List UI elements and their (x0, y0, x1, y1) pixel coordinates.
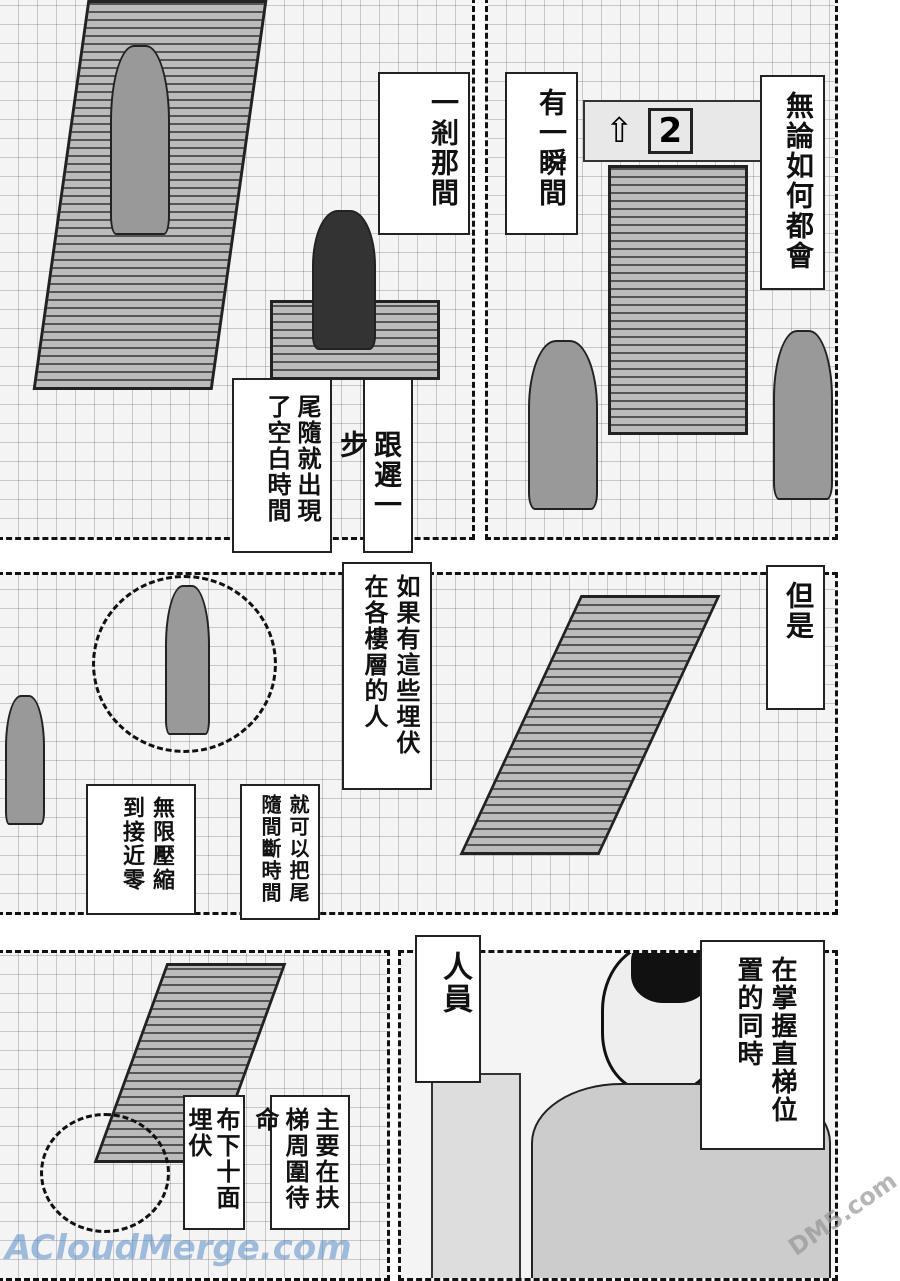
arrow-up-icon: ⇧ (605, 111, 634, 151)
man-standing (165, 585, 210, 735)
watermark-left: ACloudMerge.com (5, 1228, 352, 1268)
caption: 主要在扶梯周圍待命 (251, 1095, 350, 1230)
man-right (773, 330, 833, 500)
highlight-circle (92, 575, 277, 753)
caption: 無論如何都會 (760, 75, 825, 290)
caption: 尾隨就出現了空白時間 (232, 378, 332, 553)
caption: 在掌握直梯位置的同時 (700, 940, 825, 1150)
caption: 人員 (415, 935, 481, 1083)
man-walking (528, 340, 598, 510)
caption: 但是 (766, 565, 825, 710)
caption: 有一瞬間 (505, 72, 578, 235)
woman-walking (5, 695, 45, 825)
caption: 布下十面埋伏 (183, 1095, 245, 1230)
caption: 無限壓縮到接近零 (86, 784, 196, 915)
elevator-door (431, 1073, 521, 1278)
caption: 就可以把尾隨間斷時間 (240, 784, 320, 920)
man-hair (631, 953, 711, 1003)
highlight-circle (40, 1113, 170, 1233)
caption: 跟遲一步 (336, 378, 413, 553)
floor-number: 2 (647, 108, 694, 154)
man-with-cap (312, 210, 376, 350)
caption: 一剎那間 (378, 72, 470, 235)
escalator (608, 165, 748, 435)
man-on-escalator (110, 45, 170, 235)
caption: 如果有這些埋伏在各樓層的人 (342, 562, 432, 790)
